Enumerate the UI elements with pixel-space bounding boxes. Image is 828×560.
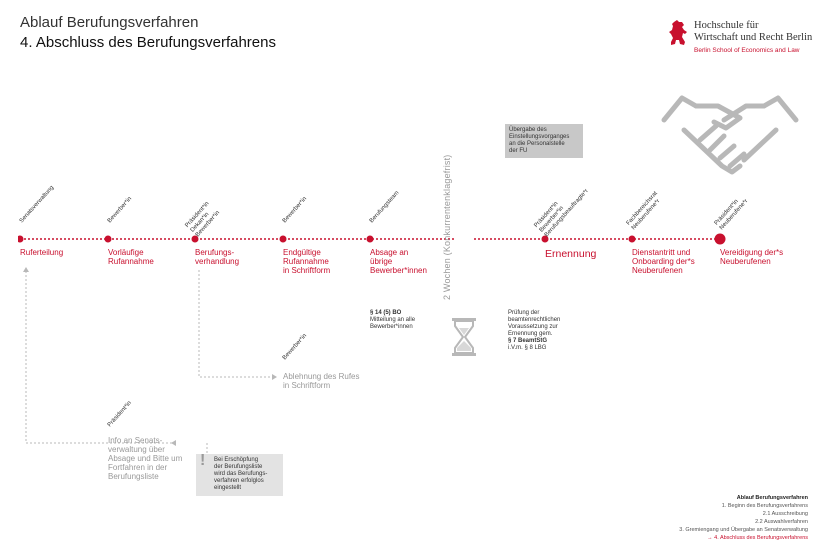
timeline-node (104, 235, 112, 243)
rejection-label: Ablehnung des Rufes in Schriftform (283, 372, 360, 390)
handover-line: der FU (509, 148, 528, 154)
timeline-node (541, 235, 549, 243)
step-label-dienstantritt: Dienstantritt und Onboarding der*s Neube… (632, 248, 695, 275)
exhausted-box: ! Bei Erschöpfung der Berufungsliste wir… (196, 452, 283, 496)
step-label-berufungsverhandlung: Berufungs- verhandlung (195, 248, 240, 266)
legend-title: Ablauf Berufungsverfahren (736, 495, 808, 501)
handover-box: Übergabe des Einstellungsvorganges an di… (505, 124, 583, 158)
bear-logo-icon (669, 20, 687, 45)
legend-item-active[interactable]: → 4. Abschluss des Berufungsverfahrens (707, 535, 808, 541)
step-label-ernennung: Ernennung (545, 248, 597, 260)
step-label-absage: Absage an übrige Bewerber*innen (370, 248, 427, 275)
step-label-vorlaeufige-rufannahme: Vorläufige Rufannahme (108, 248, 154, 266)
note-beamtstg: Prüfung der beamtenrechtlichen Vorausset… (508, 310, 561, 351)
arrowhead (272, 374, 277, 380)
timeline-node (366, 235, 374, 243)
process-legend: Ablauf Berufungsverfahren 1. Beginn des … (679, 494, 808, 542)
hourglass-icon (452, 318, 476, 356)
timeline-node-final (714, 233, 726, 245)
legend-item[interactable]: 1. Beginn des Berufungsverfahrens (721, 503, 808, 509)
connector-senate (25, 272, 176, 444)
handover-line: an die Personalstelle (509, 141, 565, 147)
arrowhead (23, 267, 29, 272)
timeline-node (191, 235, 199, 243)
logo-line-3: Berlin School of Economics and Law (694, 47, 800, 54)
note-bo: § 14 (5) BO Mitteilung an alle Bewerber*… (370, 310, 416, 330)
legend-item[interactable]: 3. Gremiengang und Übergabe an Senatsver… (679, 527, 808, 533)
page-subtitle: 4. Abschluss des Berufungsverfahrens (20, 34, 276, 51)
timeline (18, 233, 726, 245)
warning-icon: ! (200, 452, 206, 469)
senate-info-label: Info an Senats- verwaltung über Absage u… (108, 436, 183, 481)
page-title: Ablauf Berufungsverfahren (20, 14, 199, 31)
logo-line-1: Hochschule für (694, 20, 759, 31)
timeline-node (18, 235, 24, 243)
timeline-node (279, 235, 287, 243)
legend-item[interactable]: 2.1 Ausschreibung (762, 511, 808, 517)
logo-line-2: Wirtschaft und Recht Berlin (694, 32, 813, 43)
step-label-vereidigung: Vereidigung der*s Neuberufenen (720, 248, 784, 266)
handover-line: Übergabe des (509, 127, 547, 133)
legend-item[interactable]: 2.2 Auswahlverfahren (755, 519, 808, 525)
handshake-icon (661, 95, 799, 175)
hwr-logo: Hochschule für Wirtschaft und Recht Berl… (668, 20, 818, 60)
step-label-ruferteilung: Ruferteilung (20, 248, 64, 257)
step-label-endgueltige-rufannahme: Endgültige Rufannahme in Schriftform (283, 248, 331, 275)
handover-line: Einstellungsvorganges (509, 134, 570, 140)
timeline-node (628, 235, 636, 243)
connector-rejection (198, 270, 272, 378)
arrowhead (171, 440, 176, 446)
